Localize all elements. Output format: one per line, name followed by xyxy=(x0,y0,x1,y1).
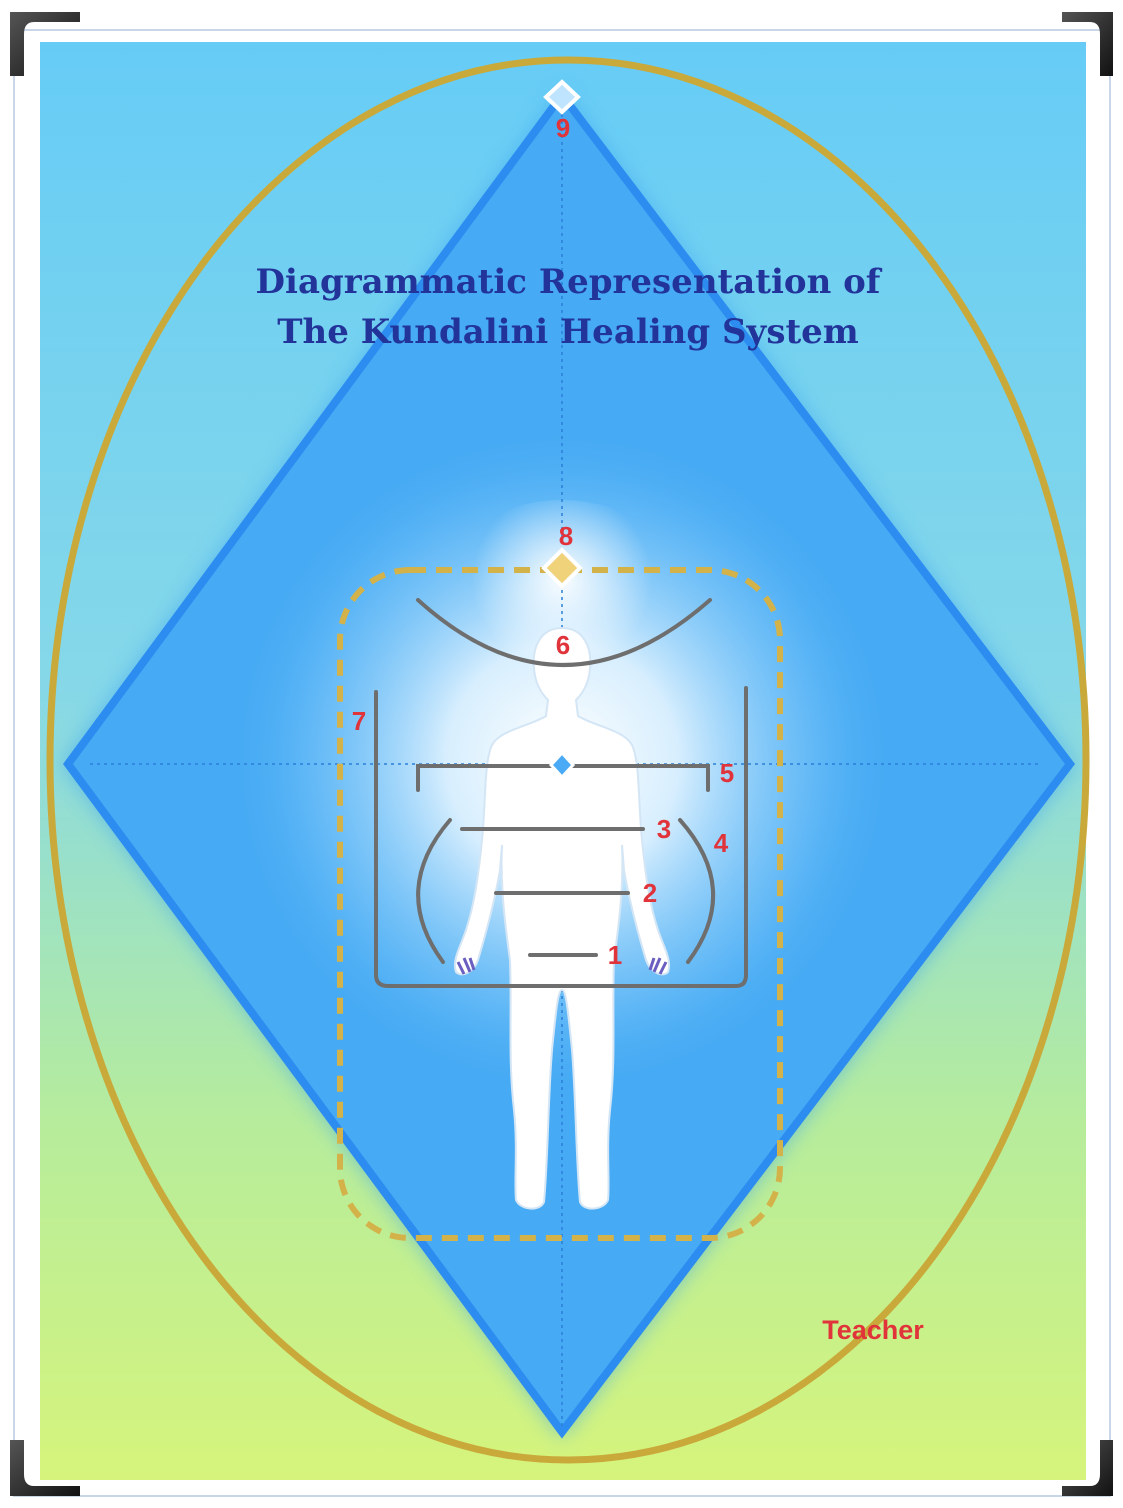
label-7: 7 xyxy=(352,706,366,736)
teacher-label: Teacher xyxy=(822,1315,924,1345)
label-1: 1 xyxy=(608,940,622,970)
label-6: 6 xyxy=(556,630,570,660)
label-8: 8 xyxy=(559,521,573,551)
label-4: 4 xyxy=(714,828,729,858)
title-line-1: Diagrammatic Representation of xyxy=(256,262,883,302)
label-5: 5 xyxy=(720,758,734,788)
label-2: 2 xyxy=(643,878,657,908)
label-3: 3 xyxy=(657,814,671,844)
label-9: 9 xyxy=(556,113,570,143)
title-line-2: The Kundalini Healing System xyxy=(277,312,859,352)
